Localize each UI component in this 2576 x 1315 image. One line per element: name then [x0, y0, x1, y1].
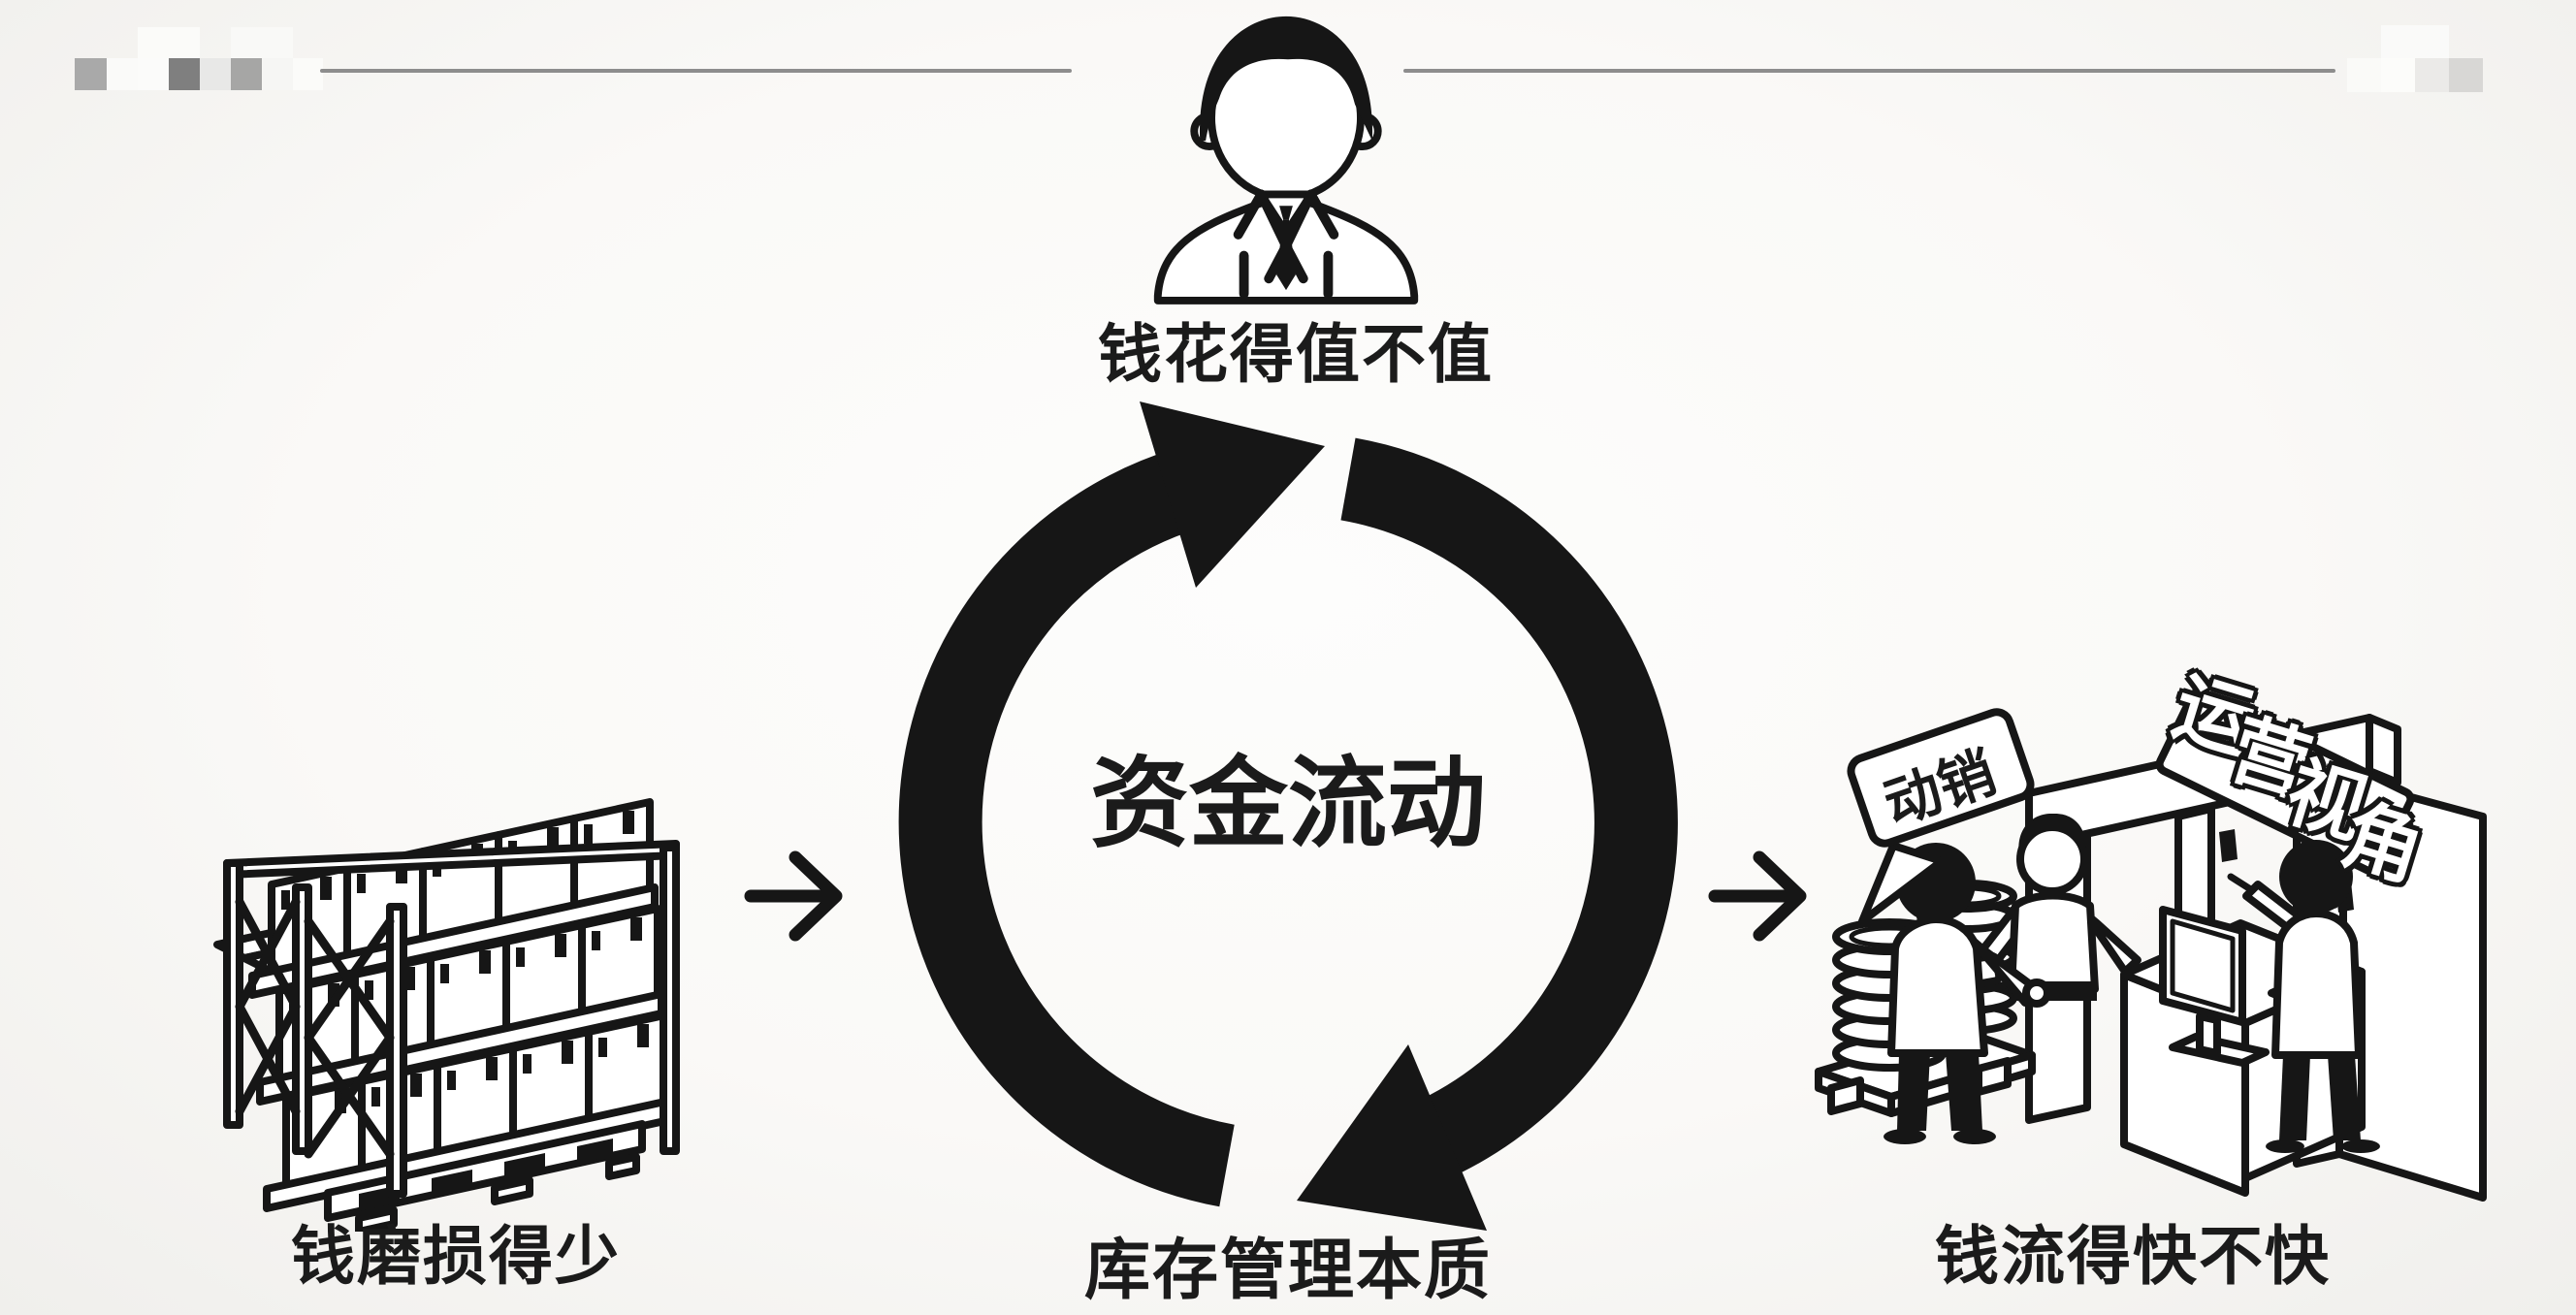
watermark-block — [2415, 58, 2449, 92]
watermark-block — [200, 58, 231, 90]
top-divider-left — [320, 69, 1072, 73]
left-node-label: 钱磨损得少 — [291, 1219, 621, 1294]
watermark-block — [107, 58, 138, 90]
watermark-block — [231, 58, 262, 90]
bottom-node-label: 库存管理本质 — [1083, 1233, 1492, 1309]
top-divider-right — [1403, 69, 2335, 73]
warehouse-rack-icon — [213, 747, 757, 1235]
watermark-block — [169, 58, 200, 90]
watermark-block — [2347, 58, 2381, 92]
center-node-label: 资金流动 — [1090, 747, 1486, 862]
retail-store-icon — [1804, 669, 2502, 1235]
top-node-label: 钱花得值不值 — [1098, 317, 1494, 392]
flow-arrow-left-icon — [739, 846, 865, 950]
watermark-block — [2381, 25, 2449, 58]
watermark-block — [262, 58, 293, 90]
watermark-block — [231, 27, 293, 58]
watermark-block — [75, 58, 107, 90]
watermark-block — [138, 27, 200, 58]
watermark-block — [2381, 58, 2415, 92]
watermark-block — [138, 58, 169, 90]
cycle-arrows-icon — [834, 369, 1746, 1284]
watermark-block — [293, 58, 323, 90]
businessman-icon — [1143, 2, 1430, 308]
right-node-label: 钱流得快不快 — [1935, 1219, 2331, 1294]
flow-arrow-right-icon — [1703, 846, 1829, 950]
watermark-block — [2449, 58, 2483, 92]
